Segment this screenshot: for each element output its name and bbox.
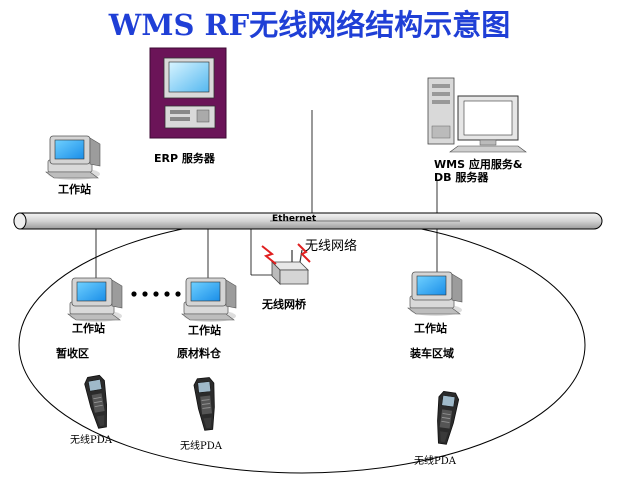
pda-label: 无线PDA [180,441,222,452]
pda-device-middle-icon [192,376,220,432]
wireless-network-label: 无线网络 [305,239,358,254]
erp-server-icon [149,47,227,139]
signal-bolt-right-icon [297,243,311,263]
workstation-label: 工作站 [188,324,221,337]
workstation-loading-zone-icon [407,271,463,317]
wms-server-label: WMS 应用服务& DB 服务器 [434,158,522,184]
wireless-bridge-icon [271,249,309,285]
wms-server-icon [427,77,527,153]
ellipsis-dots [131,291,181,297]
pda-device-right-icon [431,390,461,446]
wireless-bridge-label: 无线网桥 [262,298,306,311]
ethernet-backbone [13,212,603,230]
pda-label: 无线PDA [414,456,456,467]
workstation-label: 工作站 [58,183,91,196]
zone-loading-label: 装车区域 [410,347,454,360]
ethernet-label: Ethernet [272,214,317,224]
signal-bolt-left-icon [261,245,277,265]
wms-server-label-line1: WMS 应用服务& [434,158,523,171]
workstation-label: 工作站 [72,322,105,335]
workstation-raw-zone-icon [181,277,237,323]
workstation-label: 工作站 [414,322,447,335]
pda-device-left-icon [83,374,113,430]
erp-server-label: ERP 服务器 [154,152,215,165]
pda-label: 无线PDA [70,435,112,446]
workstation-top-left-icon [45,135,101,181]
diagram-title: WMS RF无线网络结构示意图 [108,8,511,42]
workstation-temp-zone-icon [67,277,123,323]
wms-server-label-line2: DB 服务器 [434,171,489,184]
zone-raw-label: 原材料仓 [177,347,221,360]
zone-temp-label: 暂收区 [56,347,89,360]
